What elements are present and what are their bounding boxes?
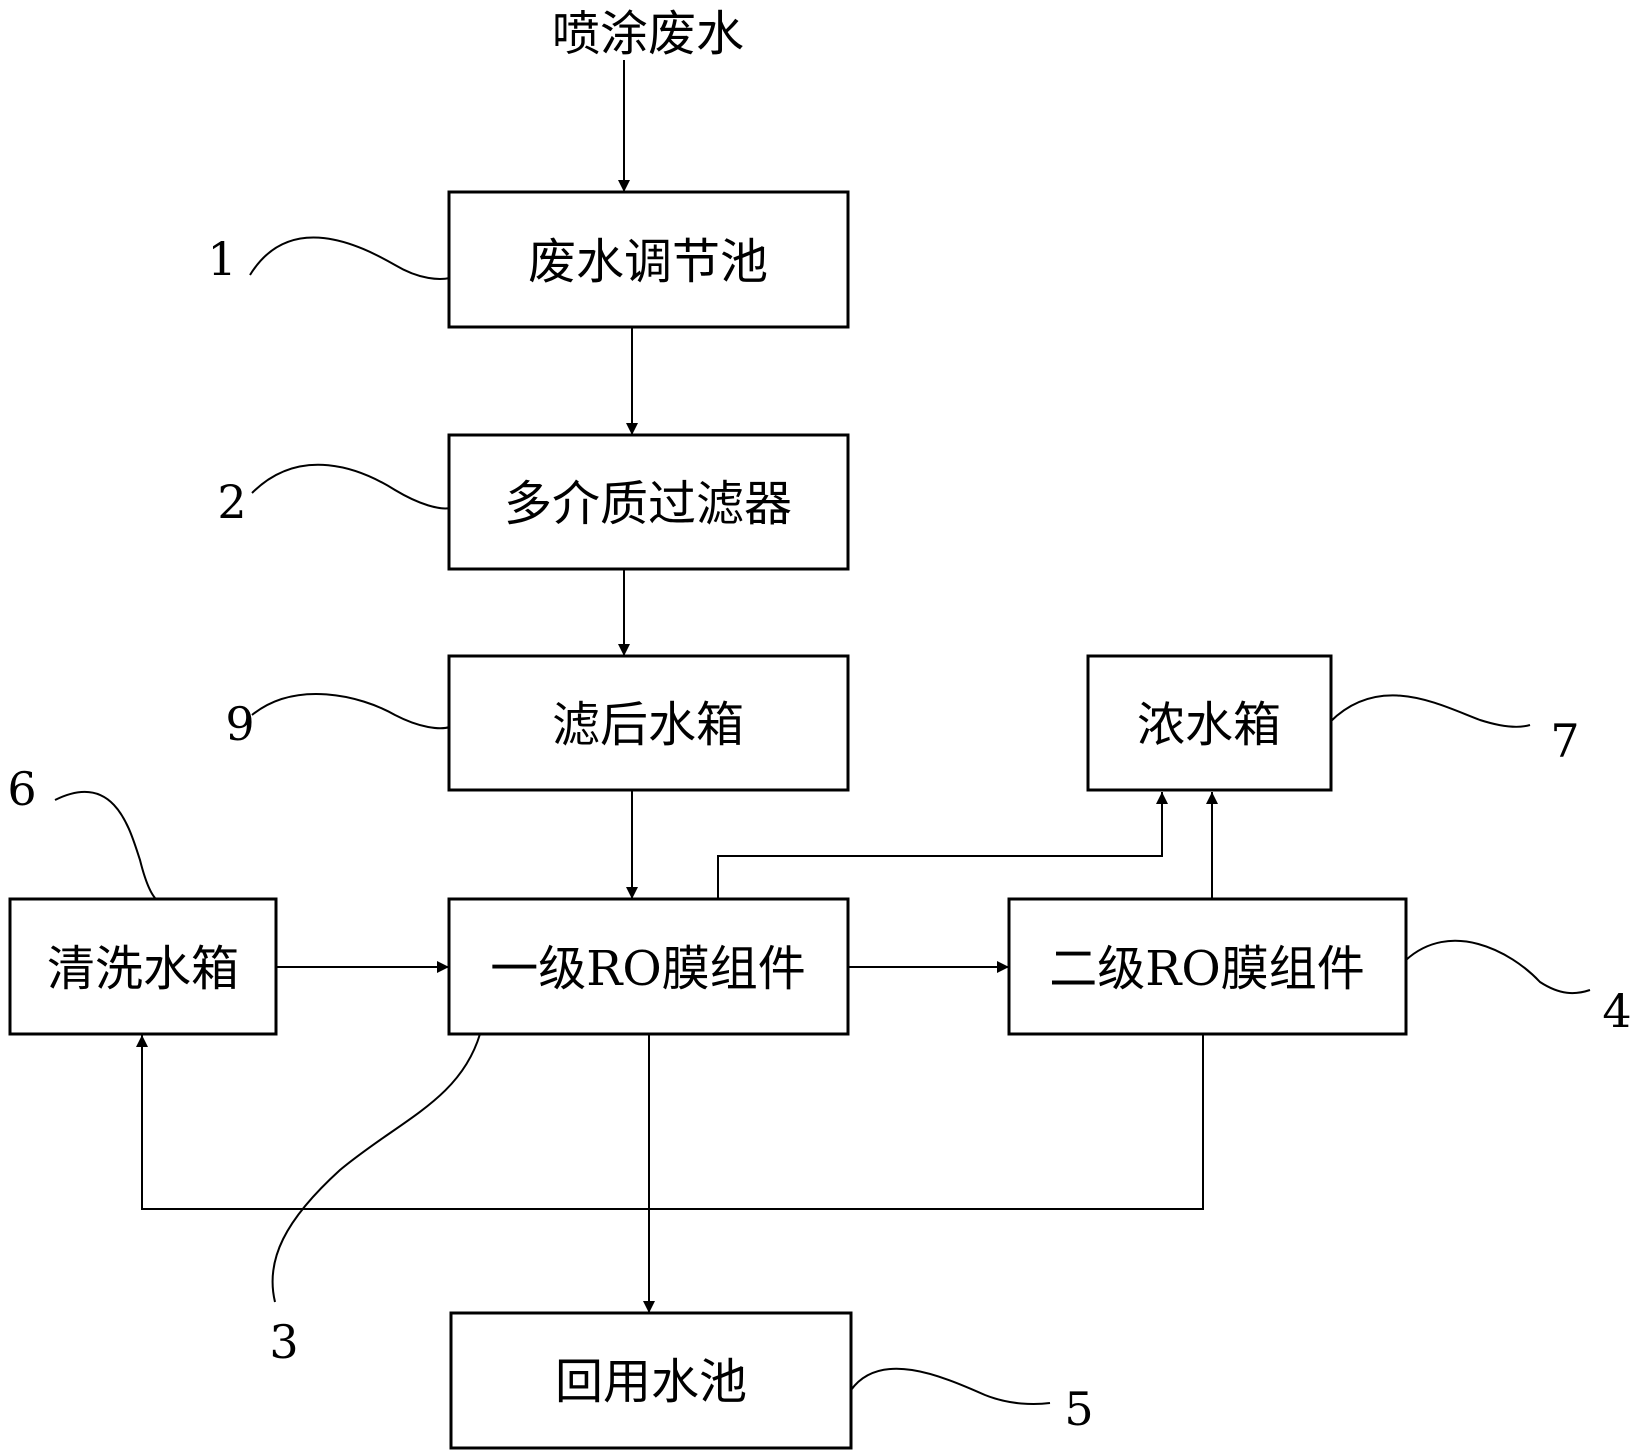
node-ro2-module-label: 二级RO膜组件 [1049, 941, 1365, 997]
node-ro1-module: 一级RO膜组件 [447, 897, 850, 1036]
node-multimedia-filter-label: 多介质过滤器 [504, 476, 792, 532]
ref-numeral-4: 4 [1602, 984, 1631, 1038]
leader-line-2 [251, 463, 451, 510]
node-filtered-water-tank: 滤后水箱 [447, 654, 850, 792]
node-cleaning-tank: 清洗水箱 [8, 897, 278, 1036]
node-multimedia-filter: 多介质过滤器 [447, 433, 850, 571]
leader-line-3 [271, 1033, 481, 1303]
ref-numeral-6: 6 [7, 762, 36, 816]
arrow-ro1-concentrate-to-concentrate-tank [717, 792, 1168, 899]
node-cleaning-tank-label: 清洗水箱 [47, 941, 239, 997]
input-label: 喷涂废水 [552, 6, 744, 62]
leader-lines [54, 236, 1591, 1406]
node-reuse-water-pool-label: 回用水池 [555, 1354, 747, 1410]
node-ro1-module-label: 一级RO膜组件 [490, 941, 806, 997]
ref-numeral-5: 5 [1064, 1382, 1093, 1436]
node-adjustment-tank: 废水调节池 [447, 190, 850, 329]
flow-connectors [136, 60, 1218, 1313]
node-adjustment-tank-label: 废水调节池 [528, 234, 768, 290]
leader-line-6 [54, 791, 156, 899]
leader-line-5 [850, 1367, 1051, 1406]
ref-numeral-2: 2 [217, 475, 246, 529]
leader-line-1 [249, 236, 451, 280]
node-ro2-module: 二级RO膜组件 [1007, 897, 1408, 1036]
node-concentrate-tank: 浓水箱 [1086, 654, 1333, 792]
ref-numeral-1: 1 [207, 232, 236, 286]
ref-numeral-3: 3 [269, 1315, 298, 1369]
leader-line-7 [1329, 694, 1531, 728]
reference-numerals: 1 2 9 6 3 7 4 5 [7, 232, 1631, 1436]
node-filtered-water-tank-label: 滤后水箱 [552, 697, 744, 753]
node-reuse-water-pool: 回用水池 [449, 1311, 853, 1450]
ref-numeral-7: 7 [1550, 714, 1579, 768]
ref-numeral-9: 9 [225, 697, 254, 751]
node-concentrate-tank-label: 浓水箱 [1137, 697, 1281, 753]
leader-line-9 [251, 693, 451, 730]
leader-line-4 [1405, 939, 1591, 995]
arrow-ro2-to-cleaning-tank [136, 1034, 1204, 1210]
